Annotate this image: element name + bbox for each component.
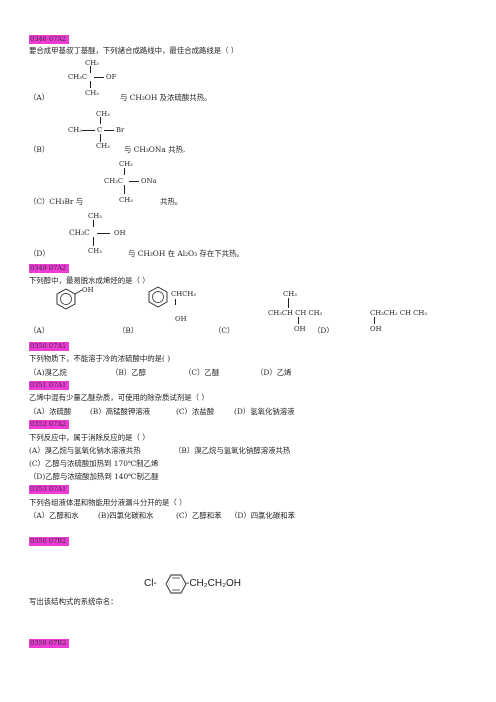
ethanol-chain: -CH₂CH₂OH	[186, 578, 241, 589]
option-a: （A）浓硫酸	[29, 407, 72, 416]
question-stem: 下列物质下，不能溶于冷的浓硫酸中的是( )	[29, 354, 171, 363]
option-d-note: 与 CH₃OH 在 Al₂O₃ 存在下共热。	[128, 249, 244, 258]
question-stem: 下列反应中，属于消除反应的是（ ）	[29, 433, 150, 442]
phenol-ring	[56, 288, 83, 310]
hydroxyl-group: OH	[294, 325, 306, 333]
hydroxyl-group: OH	[175, 315, 187, 323]
methyl-left: CH₃	[68, 126, 82, 134]
option-c-label: （C）	[214, 326, 235, 335]
methyl-bottom: CH₃	[96, 142, 110, 150]
chloro-label: Cl-	[144, 578, 157, 589]
option-b: （B）溴乙烷与氢氧化钠醇溶液共热	[174, 446, 291, 455]
question-stem: 要合成甲基叔丁基醚，下列諸合成路线中，最佳合成路线是（ ）	[29, 46, 239, 55]
option-d-label: （D）	[29, 249, 50, 258]
option-a: (A）溴乙烷与氢氧化钠水溶液共热	[29, 446, 141, 455]
ethyl-group: CHCH₃	[171, 290, 196, 298]
group-right: OH	[114, 229, 126, 237]
option-c: (C）乙醇和苯	[176, 511, 222, 520]
option-b: (B）高锰酸钾溶液	[90, 407, 151, 416]
methyl-bottom: CH₃	[85, 89, 99, 97]
group-right: Br	[116, 126, 125, 134]
option-d-label: （D）	[313, 326, 334, 335]
option-b-label: （B）	[118, 326, 139, 335]
carbon-center: C	[97, 126, 103, 134]
question-tag: 0349 07A2	[29, 264, 69, 273]
option-a: （A）乙醇和水	[29, 511, 79, 520]
option-c-note: 共热。	[160, 197, 183, 206]
option-b: （B）乙醇	[111, 368, 146, 377]
option-d: （D）四氯化碳和苯	[230, 511, 296, 520]
option-c: (C）乙醇与浓硫酸加热到 170℃制乙烯	[29, 459, 159, 468]
option-a-label: （A）	[29, 326, 50, 335]
question-stem: 下列各组液体混和物能用分液漏斗分开的是（ ）	[29, 498, 187, 507]
carbon-chain: CH₃CH₂ CH CH₃	[370, 309, 428, 317]
hydroxyl-group: OH	[370, 325, 382, 333]
option-b-label: （B）	[29, 145, 50, 154]
chain-left: CH₃C	[104, 177, 124, 185]
methyl-top: CH₃	[119, 160, 133, 168]
option-c: （C）乙醚	[184, 368, 220, 377]
question-tag: 0352 07A2	[29, 420, 69, 429]
question-tag: 0358 07B2	[29, 639, 69, 648]
hydroxyl-group: OH	[82, 286, 94, 294]
question-tag: 0346 07A2	[29, 35, 69, 44]
question-tag: 0353 07A1	[29, 485, 69, 494]
question-tag: 0350 07A1	[29, 342, 69, 351]
option-d: （D）乙烯	[256, 368, 292, 377]
option-c-label: （C）CH₃Br 与	[29, 197, 84, 206]
methyl-top: CH₃	[283, 290, 297, 298]
option-b: (B)四氯化碳和水	[98, 511, 154, 520]
methyl-top: CH₃	[85, 59, 99, 67]
option-a: （A)溴乙烷	[29, 368, 67, 377]
option-a-note: 与 CH₃OH 及浓硫酸共热。	[120, 93, 212, 102]
carbon-chain: CH₃CH CH CH₃	[268, 309, 323, 317]
question-stem: 写出该结构式的系统命名：	[29, 597, 118, 606]
option-b-note: 与 CH₃ONa 共热.	[124, 145, 186, 154]
group-right: OF	[106, 73, 117, 81]
question-tag: 0351 07A1	[29, 381, 69, 390]
question-stem: 下列醇中，最易脱水成烯烃的是（ ）	[29, 276, 150, 285]
chain-left: CH₃C	[69, 228, 90, 237]
question-tag: 0356 07B2	[29, 537, 69, 546]
question-stem: 乙烯中混有少量乙醚杂质，可使用的除杂质试剂是（ ）	[29, 393, 209, 402]
methyl-top: CH₃	[88, 212, 102, 220]
option-d: (D）氢氧化钠溶液	[234, 407, 295, 416]
benzene-ring	[148, 286, 168, 308]
option-d: （D)乙醇与浓硫酸加热到 140℃制乙醚	[29, 472, 159, 481]
option-c: (C）浓盐酸	[176, 407, 215, 416]
option-a-label: （A）	[29, 93, 50, 102]
methyl-top: CH₃	[96, 110, 110, 118]
chain-left: CH₃C	[68, 73, 88, 81]
methyl-bottom: CH₃	[88, 247, 102, 255]
methyl-bottom: CH₃	[119, 196, 133, 204]
group-right: ONa	[141, 177, 157, 185]
benzene-ring	[165, 574, 187, 594]
